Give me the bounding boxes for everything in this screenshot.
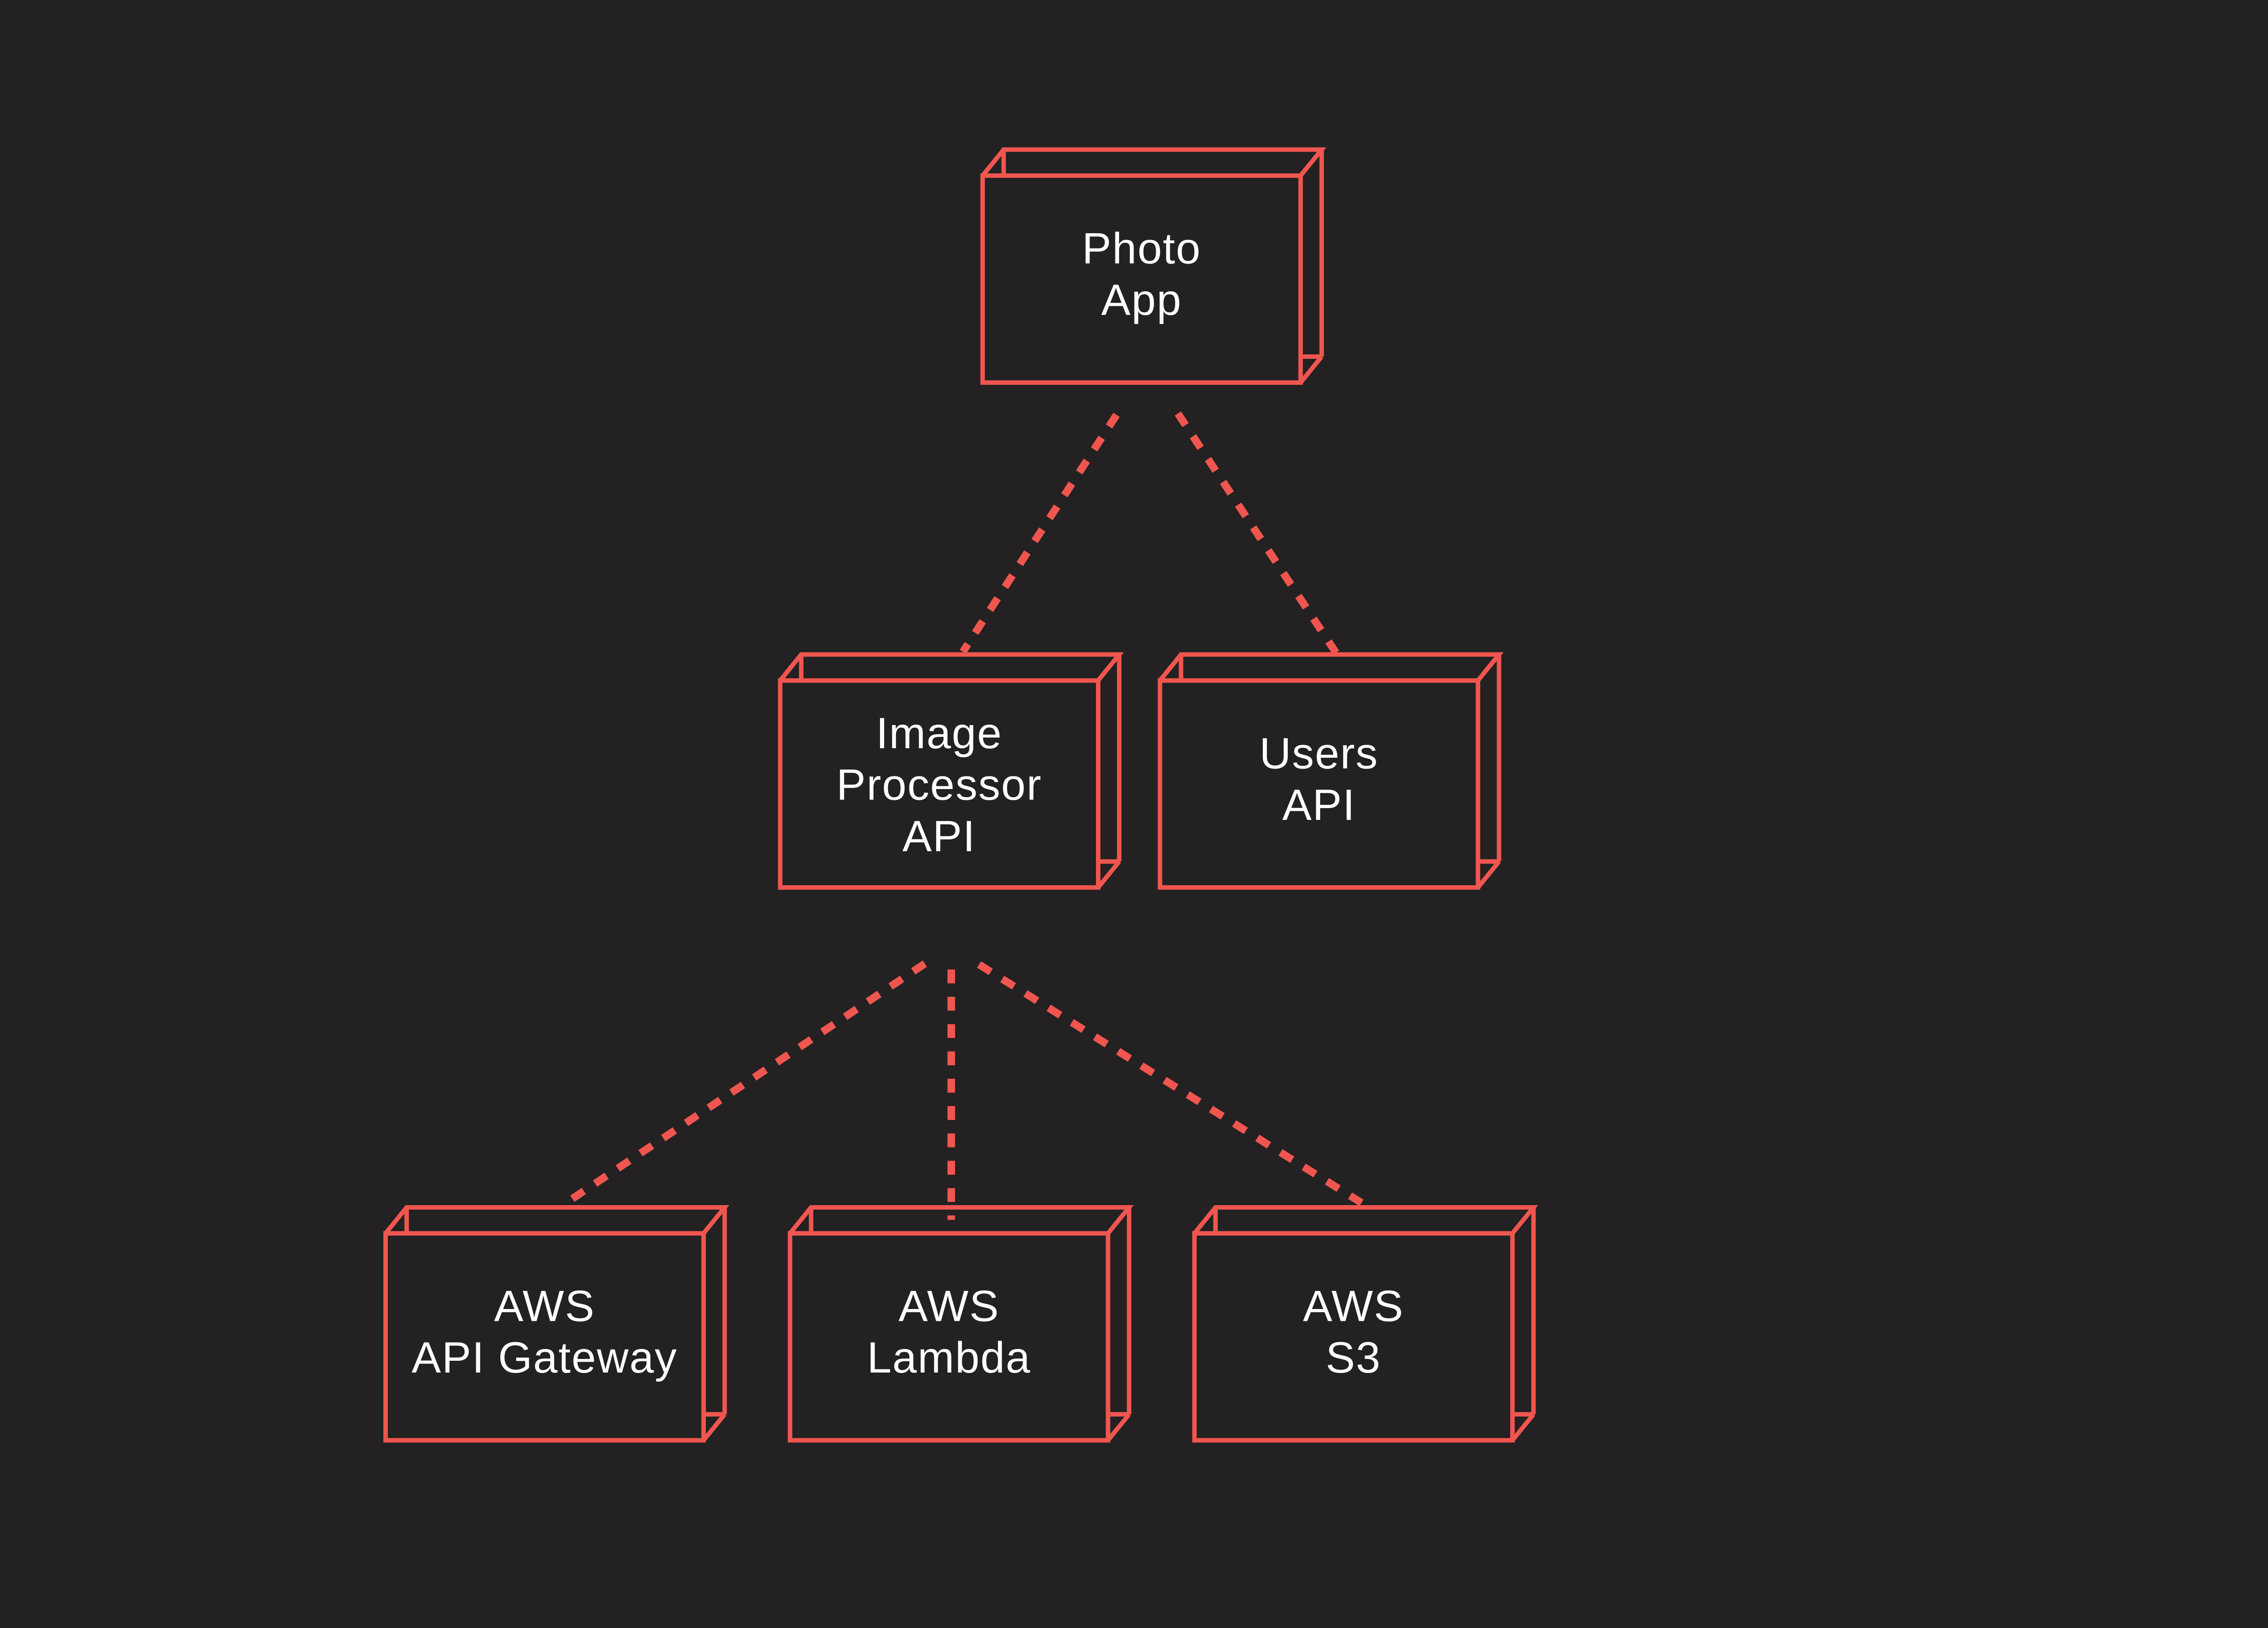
node-aws-s3: AWS S3: [1192, 1205, 1539, 1443]
node-label-line: Users: [1260, 728, 1379, 778]
node-label-line: S3: [1326, 1333, 1381, 1382]
node-users-api: Users API: [1158, 652, 1504, 890]
node-box-3d: [1192, 1205, 1539, 1443]
node-aws-lambda: AWS Lambda: [787, 1205, 1134, 1443]
node-label-line: Photo: [1082, 224, 1201, 273]
edge-image-processor-api-to-aws-api-gateway: [567, 960, 927, 1205]
node-box-3d: [383, 1205, 729, 1443]
node-label-line: Lambda: [867, 1333, 1031, 1382]
edge-photo-app-to-image-processor-api: [959, 412, 1120, 654]
node-image-processor-api: Image Processor API: [778, 652, 1124, 890]
node-box-3d: [787, 1205, 1134, 1443]
node-label-line: AWS: [1303, 1281, 1404, 1331]
node-label-line: AWS: [899, 1281, 1000, 1331]
edge-photo-app-to-users-api: [1174, 411, 1339, 655]
node-label-line: API: [1282, 780, 1356, 829]
node-label-line: Processor: [836, 760, 1042, 809]
node-box-3d: [1158, 652, 1504, 890]
edge-image-processor-api-to-aws-s3: [977, 961, 1364, 1206]
canvas-background: [0, 10, 2268, 1618]
node-label-line: API Gateway: [411, 1333, 677, 1382]
node-label-line: App: [1101, 275, 1182, 324]
node-label-line: Image: [876, 708, 1002, 758]
node-aws-api-gateway: AWS API Gateway: [383, 1205, 729, 1443]
node-label-line: API: [903, 811, 976, 861]
edges: [567, 411, 1364, 1220]
node-label-line: AWS: [494, 1281, 595, 1331]
node-photo-app: Photo App: [980, 147, 1327, 385]
node-box-3d: [980, 147, 1327, 385]
node-box-3d: [778, 652, 1124, 890]
